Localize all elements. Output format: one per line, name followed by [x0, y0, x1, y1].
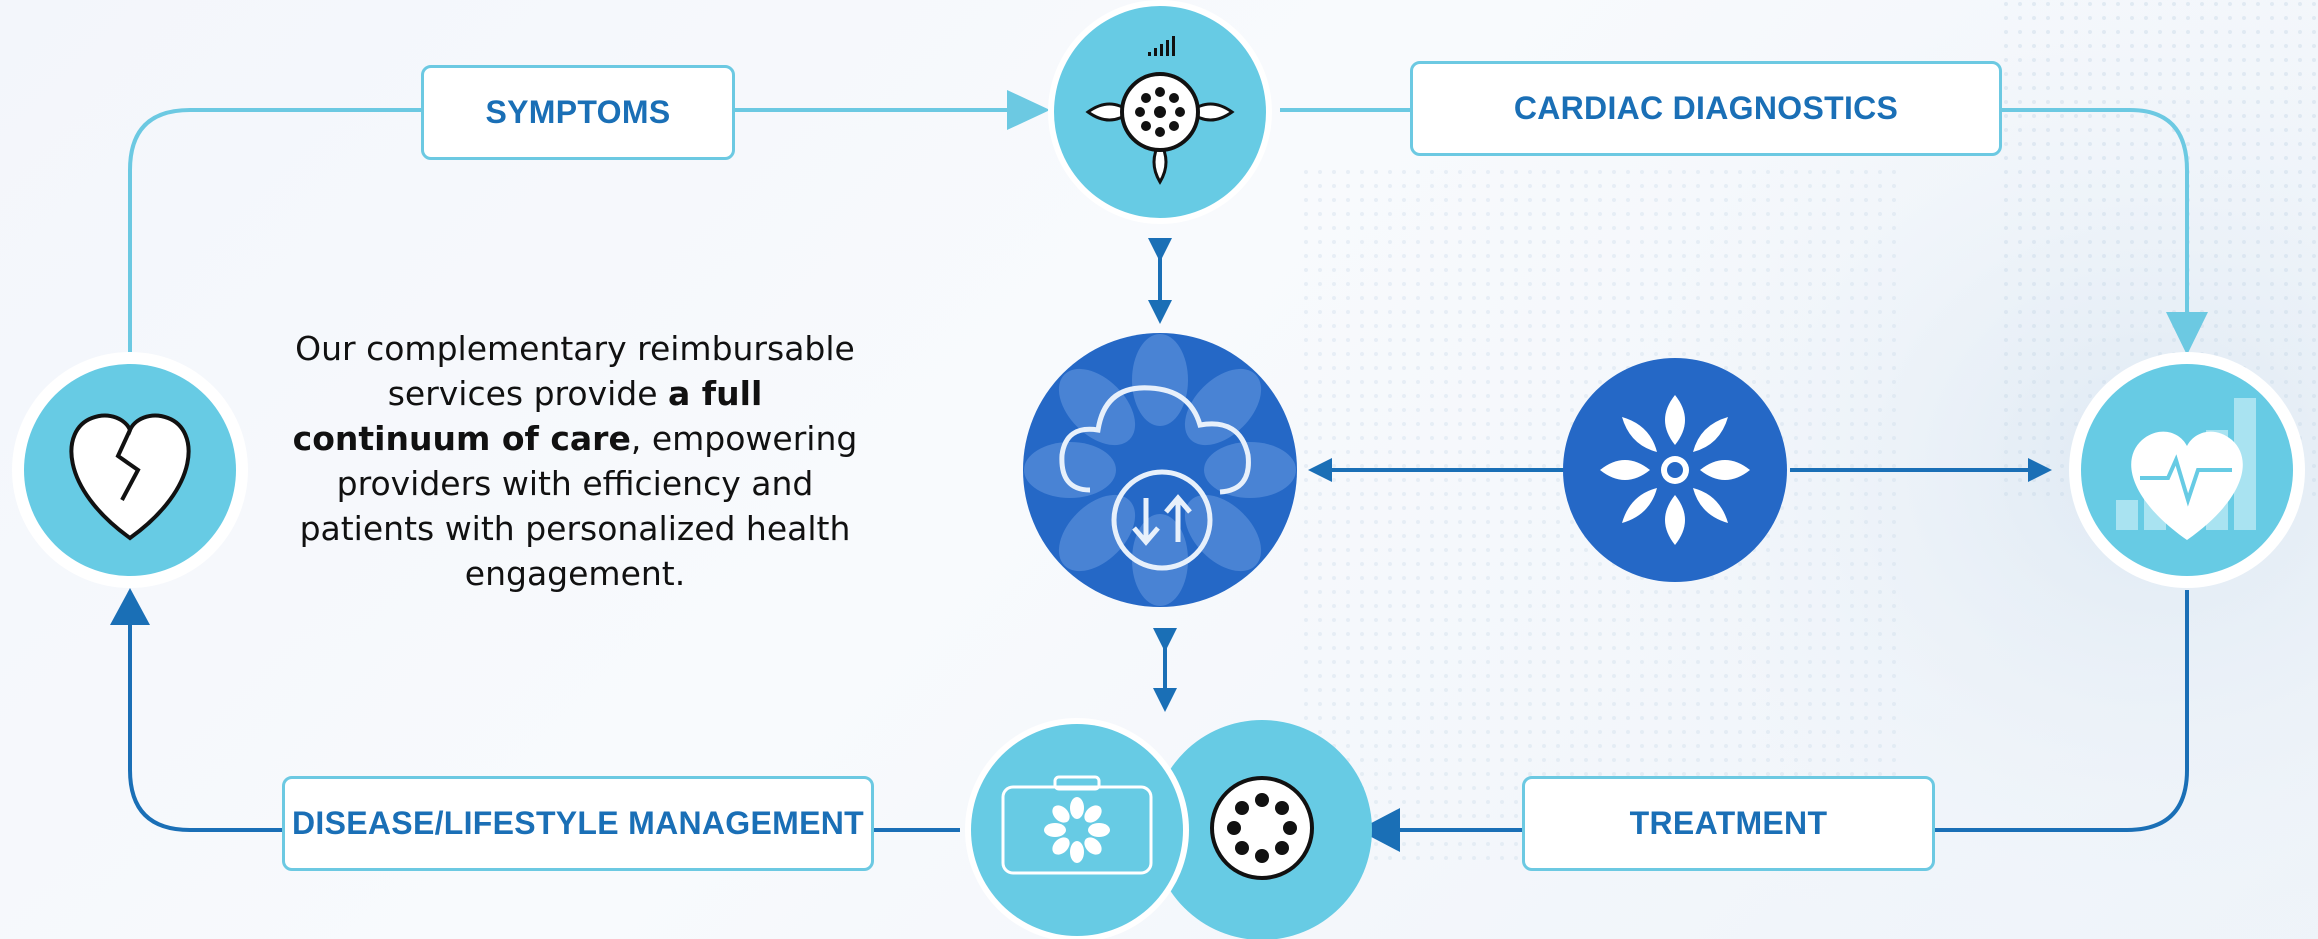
cloud-sync-node	[1023, 333, 1297, 607]
arrow-to-diagnostics-node	[1007, 90, 1050, 130]
sensor-device-icon	[1085, 36, 1235, 185]
signal-bars-icon	[1148, 36, 1175, 56]
heart-broken-node	[12, 352, 248, 588]
symptoms-label: SYMPTOMS	[421, 65, 735, 160]
description-emphasis: a full continuum of care	[292, 374, 763, 458]
cardiac-diagnostics-label: CARDIAC DIAGNOSTICS	[1410, 61, 2002, 156]
medical-kit-icon	[1001, 775, 1153, 875]
continuum-description: Our complementary reimbursable services …	[290, 326, 860, 596]
disease-lifestyle-management-label: DISEASE/LIFESTYLE MANAGEMENT	[282, 776, 874, 871]
device-node	[1152, 720, 1372, 939]
inner-connectors	[1148, 238, 2052, 712]
treatment-label: TREATMENT	[1522, 776, 1935, 871]
arrow-to-cardiac-node	[2166, 312, 2208, 355]
heart-chart-node	[2069, 352, 2305, 588]
sensor-device-node	[1048, 0, 1272, 224]
heart-chart-icon	[2116, 398, 2256, 540]
flower-logo-node	[1563, 358, 1787, 582]
cloud-sync-icon	[1059, 385, 1251, 571]
loop-bottom	[128, 590, 2189, 832]
loop-top	[128, 108, 2189, 352]
description-text-end: , empowering providers with efficiency a…	[299, 419, 858, 593]
device-icon	[1210, 776, 1314, 880]
arrow-to-management-node	[1358, 808, 1400, 852]
description-text-start: Our complementary reimbursable services …	[295, 329, 855, 413]
heart-broken-icon	[69, 413, 191, 541]
arrow-to-symptoms-node	[110, 588, 150, 625]
medical-kit-node	[965, 718, 1189, 939]
